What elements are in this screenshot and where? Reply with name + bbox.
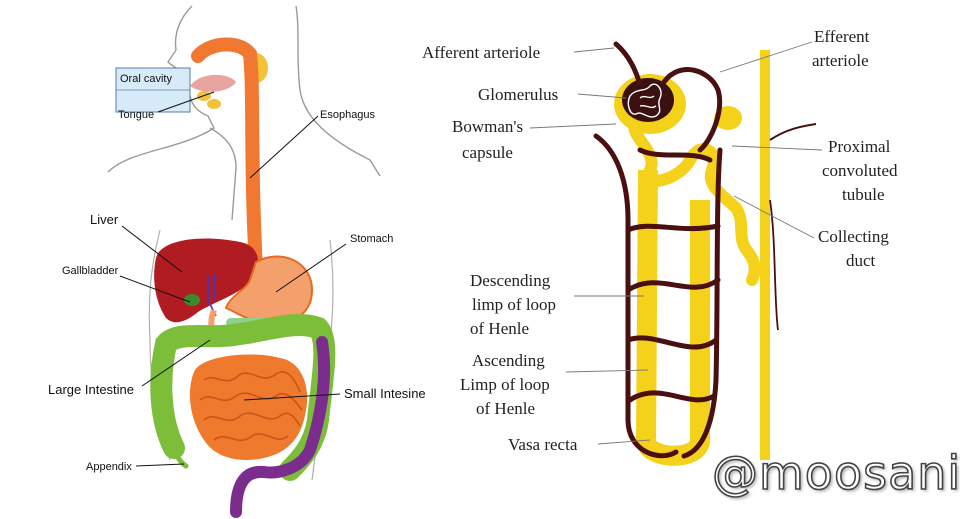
liver: [154, 238, 259, 323]
small-intestine-folds: [199, 371, 303, 442]
efferent-arteriole-right: [769, 199, 779, 331]
glomerulus-capillaries: [627, 83, 662, 118]
label-bowmans-1: Bowman's: [452, 117, 523, 136]
leader-small-intestine: [243, 393, 341, 401]
leader-glomerulus: [577, 93, 627, 99]
leader-tongue: [157, 91, 215, 113]
leader-afferent: [573, 47, 615, 53]
label-collecting-2: duct: [846, 251, 876, 270]
appendix: [169, 441, 189, 469]
label-gallbladder: Gallbladder: [62, 265, 119, 277]
salivary-gland-sub2: [207, 99, 221, 109]
digestive-system: Oral cavity Tongue Esophagus Liver Stoma…: [48, 5, 426, 518]
leader-vasa-recta: [597, 439, 651, 445]
label-efferent-2: arteriole: [812, 51, 869, 70]
leader-stomach: [275, 243, 347, 293]
digestive-leader-lines: [119, 91, 347, 467]
nephron-leader-lines: [529, 41, 823, 445]
nephron: Afferent arteriole Glomerulus Bowman's c…: [422, 27, 898, 466]
esophagus: [191, 37, 263, 275]
label-bowmans-2: capsule: [462, 143, 513, 162]
gallbladder: [184, 294, 200, 306]
label-pct-3: tubule: [842, 185, 885, 204]
collecting-duct-branch: [769, 123, 817, 141]
leader-appendix: [135, 463, 185, 467]
vessel-cross-4: [627, 390, 717, 403]
tongue: [190, 74, 236, 92]
label-efferent-1: Efferent: [814, 27, 870, 46]
leader-collecting: [733, 195, 815, 239]
label-pct-2: convoluted: [822, 161, 898, 180]
leader-gallbladder: [119, 275, 191, 303]
leader-ascending: [565, 369, 649, 373]
vessel-cross-1: [625, 223, 721, 233]
label-descending-1: Descending: [470, 271, 551, 290]
label-appendix: Appendix: [86, 461, 132, 473]
vessel-cross-3: [625, 335, 719, 350]
vessel-left: [593, 133, 679, 459]
leader-efferent: [719, 41, 813, 73]
afferent-arteriole: [613, 41, 643, 87]
leader-liver: [121, 225, 183, 273]
label-liver: Liver: [90, 212, 119, 227]
label-tongue: Tongue: [118, 109, 154, 121]
label-pct-1: Proximal: [828, 137, 891, 156]
proximal-convoluted-tubule: [628, 114, 761, 286]
label-oral-cavity: Oral cavity: [120, 73, 172, 85]
vessel-cross-2: [625, 277, 721, 293]
vasa-recta-network: [593, 41, 723, 459]
watermark: @moosani: [711, 445, 960, 501]
leader-large-intestine: [141, 339, 211, 387]
label-ascending-2: Limp of loop: [460, 375, 550, 394]
loop-of-henle: [636, 169, 710, 466]
label-vasa-recta: Vasa recta: [508, 435, 578, 454]
label-ascending-1: Ascending: [472, 351, 545, 370]
label-esophagus: Esophagus: [320, 109, 376, 121]
rectum: [230, 336, 331, 518]
vessel-top: [637, 147, 713, 163]
leader-esophagus: [249, 115, 319, 179]
leader-pct: [731, 145, 823, 151]
efferent-arteriole-vessel: [661, 67, 723, 153]
collecting-duct: [760, 50, 770, 460]
label-ascending-3: of Henle: [476, 399, 535, 418]
vessel-right: [681, 147, 723, 459]
label-descending-3: of Henle: [470, 319, 529, 338]
label-glomerulus: Glomerulus: [478, 85, 558, 104]
label-large-intestine: Large Intestine: [48, 382, 134, 397]
label-descending-2: limp of loop: [472, 295, 556, 314]
label-collecting-1: Collecting: [818, 227, 889, 246]
label-stomach: Stomach: [350, 233, 393, 245]
label-small-intestine: Small Intesine: [344, 386, 426, 401]
small-intestine: [189, 354, 308, 460]
leader-bowmans: [529, 123, 617, 129]
label-afferent-arteriole: Afferent arteriole: [422, 43, 540, 62]
torso-outline: [148, 229, 334, 481]
